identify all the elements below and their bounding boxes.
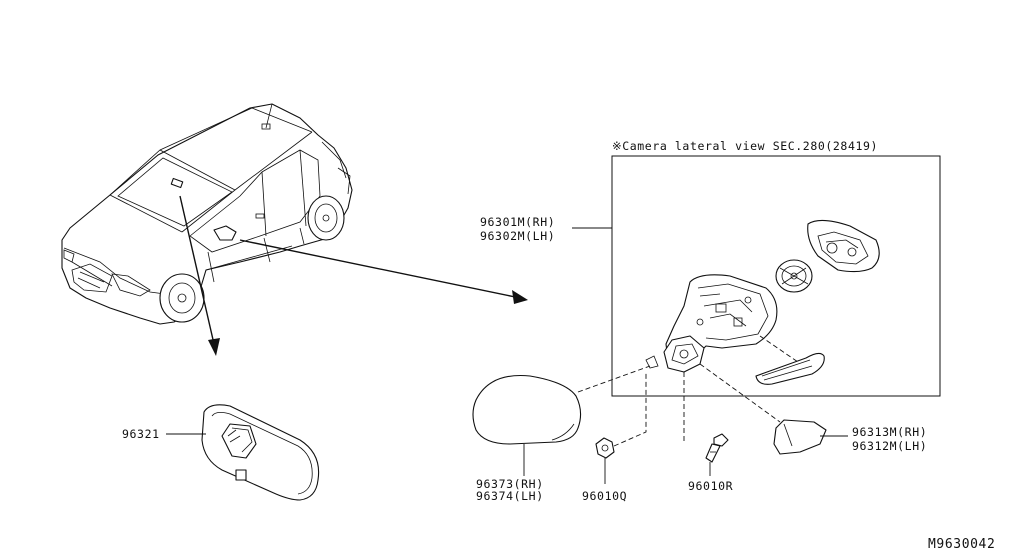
- camera-note: ※Camera lateral view SEC.280(28419): [612, 139, 878, 153]
- cover-guide: [577, 365, 651, 393]
- base-cover-rh-label: 96313M(RH): [852, 425, 927, 439]
- cover-lh-label: 96374(LH): [476, 489, 544, 503]
- base-cover-lh-label: 96312M(LH): [852, 439, 927, 453]
- drawing-number: M9630042: [928, 537, 995, 552]
- base-cover-guide: [699, 363, 781, 423]
- door-mirror-lh-label: 96302M(LH): [480, 229, 555, 243]
- mirror-glass-part: [807, 219, 880, 273]
- camera-view-box: [611, 155, 941, 397]
- actuator-part: [775, 259, 813, 293]
- bolt-label: 96010R: [688, 479, 733, 493]
- vehicle-illustration: [61, 103, 353, 325]
- inside-mirror-part: [166, 404, 320, 501]
- base-cover-part: [773, 419, 827, 455]
- door-mirror-arrow: [239, 239, 528, 304]
- nut-label: 96010Q: [582, 489, 627, 503]
- nut-part: [595, 437, 615, 459]
- bolt-part: [705, 433, 729, 463]
- inside-mirror-label: 96321: [122, 427, 160, 441]
- door-mirror-rh-label: 96301M(RH): [480, 215, 555, 229]
- mirror-cover-part: [472, 374, 582, 445]
- cover-rh-label: 96373(RH): [476, 477, 544, 491]
- inside-mirror-arrow: [179, 195, 220, 356]
- turn-lamp-part: [755, 335, 825, 385]
- mirror-housing-part: [645, 274, 778, 373]
- nut-guide: [613, 372, 647, 447]
